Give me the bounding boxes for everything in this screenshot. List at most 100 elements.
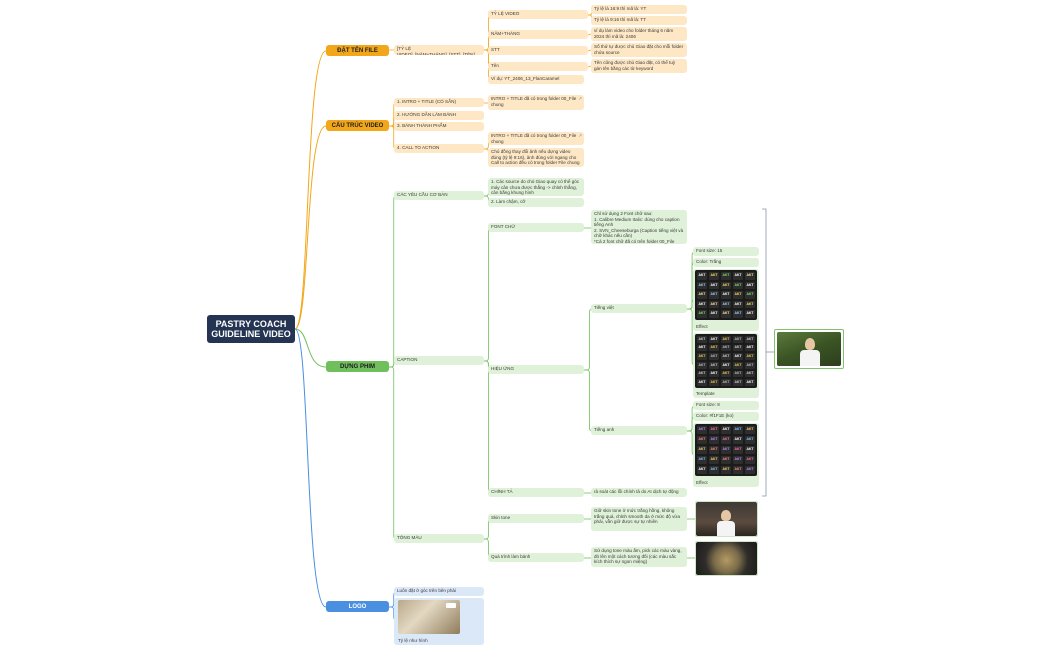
style-sample-cell: AKT bbox=[745, 281, 755, 290]
en-color[interactable]: Color: #f1F1E (ko) bbox=[693, 412, 759, 421]
style-sample-cell: AKT bbox=[745, 446, 755, 454]
external-link-icon[interactable]: ↗ bbox=[578, 133, 582, 138]
style-sample-cell: AKT bbox=[697, 300, 707, 309]
branch-editing[interactable]: DỰNG PHIM bbox=[326, 361, 389, 372]
style-sample-cell: AKT bbox=[721, 344, 731, 352]
file-name-detail[interactable]: Tên cũng được chủ Giao đặt, có thể tuỳ g… bbox=[591, 59, 687, 73]
style-sample-cell: AKT bbox=[697, 353, 707, 360]
style-sample-cell: AKT bbox=[709, 310, 719, 318]
root-node[interactable]: PASTRY COACH GUIDELINE VIDEO bbox=[207, 315, 295, 343]
logo-example-image bbox=[398, 600, 460, 634]
style-sample-cell: AKT bbox=[745, 466, 755, 474]
structure-item-cta[interactable]: 4. CALL TO ACTION bbox=[394, 144, 484, 153]
file-item-stt[interactable]: STT bbox=[488, 46, 588, 55]
style-sample-cell: AKT bbox=[709, 291, 719, 299]
structure-item-guide[interactable]: 2. HƯỚNG DẪN LÀM BÁNH bbox=[394, 111, 484, 120]
color-skin-detail[interactable]: Giữ skin tone ở mức trắng hồng, không tr… bbox=[591, 507, 687, 531]
file-stt-detail[interactable]: Số thứ tự được chủ Giao đặt cho mỗi fold… bbox=[591, 43, 687, 57]
style-sample-cell: AKT bbox=[709, 272, 719, 280]
style-sample-cell: AKT bbox=[745, 370, 755, 378]
style-sample-cell: AKT bbox=[697, 436, 707, 444]
style-sample-cell: AKT bbox=[721, 466, 731, 474]
structure-item-result[interactable]: 3. BÁNH THÀNH PHẨM bbox=[394, 122, 484, 131]
style-sample-cell: AKT bbox=[733, 310, 743, 318]
style-sample-cell: AKT bbox=[697, 336, 707, 343]
color-process[interactable]: Quá trình làm bánh bbox=[488, 553, 584, 562]
file-item-example[interactable]: Ví dụ: YT_2406_13_FlanCaramel bbox=[488, 75, 584, 84]
vn-template-label: Template bbox=[696, 391, 715, 397]
file-date-detail[interactable]: ví dụ làm video cho folder tháng 6 năm 2… bbox=[591, 27, 687, 41]
editing-basic[interactable]: CÁC YÊU CẦU CƠ BẢN bbox=[394, 191, 484, 200]
structure-item-intro[interactable]: 1. INTRO + TITLE (CÓ SẴN) bbox=[394, 98, 484, 107]
en-font-size[interactable]: Font size: 8 bbox=[693, 401, 759, 410]
caption-preview-frame[interactable] bbox=[774, 329, 844, 369]
style-sample-cell: AKT bbox=[721, 379, 731, 386]
external-link-icon[interactable]: ↗ bbox=[578, 96, 582, 101]
style-sample-cell: AKT bbox=[697, 466, 707, 474]
caption-font[interactable]: FONT CHỮ bbox=[488, 223, 584, 232]
style-english[interactable]: Tiếng anh bbox=[591, 426, 687, 435]
style-sample-cell: AKT bbox=[745, 353, 755, 360]
color-process-detail[interactable]: Sử dụng tone màu ấm, pick các màu vàng, … bbox=[591, 547, 687, 567]
style-sample-cell: AKT bbox=[733, 436, 743, 444]
file-item-name[interactable]: Tên bbox=[488, 62, 588, 71]
logo-example-card[interactable]: Tỷ lệ như hình bbox=[394, 598, 484, 645]
structure-cta-detail-1[interactable]: INTRO + TITLE đã có trong folder 00_File… bbox=[488, 132, 584, 145]
structure-cta-detail-2[interactable]: Chú đồng thay đổi ảnh nếu dựng video đún… bbox=[488, 148, 584, 167]
style-sample-cell: AKT bbox=[721, 426, 731, 434]
editing-basic-item-1[interactable]: 1. Các source do chủ Giao quay có thể gó… bbox=[488, 178, 584, 196]
style-sample-cell: AKT bbox=[709, 466, 719, 474]
style-sample-cell: AKT bbox=[709, 446, 719, 454]
style-sample-cell: AKT bbox=[745, 456, 755, 464]
skin-tone-image bbox=[695, 501, 758, 537]
style-sample-cell: AKT bbox=[697, 272, 707, 280]
file-ratio-detail-1[interactable]: Tỷ lệ là 16:9 thì mã là: YT bbox=[591, 5, 687, 14]
logo-position[interactable]: Luôn đặt ở góc trên bên phải bbox=[394, 587, 484, 596]
style-sample-cell: AKT bbox=[697, 291, 707, 299]
editing-color[interactable]: TÔNG MÀU bbox=[394, 534, 484, 543]
style-sample-cell: AKT bbox=[709, 353, 719, 360]
file-ratio-detail-2[interactable]: Tỷ lệ là 9:16 thì mã là: TT bbox=[591, 16, 687, 25]
style-sample-cell: AKT bbox=[709, 344, 719, 352]
logo-example-caption: Tỷ lệ như hình bbox=[398, 638, 428, 644]
branch-file-name[interactable]: ĐẶT TÊN FILE VIDEO bbox=[326, 45, 389, 56]
editing-caption[interactable]: CAPTION bbox=[394, 356, 484, 365]
style-sample-cell: AKT bbox=[721, 291, 731, 299]
structure-intro-detail[interactable]: INTRO + TITLE đã có trong folder 00_File… bbox=[488, 95, 584, 110]
style-sample-cell: AKT bbox=[733, 426, 743, 434]
style-sample-cell: AKT bbox=[745, 310, 755, 318]
style-sample-cell: AKT bbox=[697, 344, 707, 352]
caption-spelling[interactable]: CHÍNH TẢ bbox=[488, 488, 584, 497]
style-sample-cell: AKT bbox=[745, 426, 755, 434]
branch-logo[interactable]: LOGO bbox=[326, 601, 389, 612]
file-item-ratio[interactable]: TỶ LỆ VIDEO bbox=[488, 10, 588, 19]
color-skin[interactable]: Skin tone bbox=[488, 514, 584, 523]
style-vietnamese[interactable]: Tiếng việt bbox=[591, 304, 687, 313]
caption-style[interactable]: HIỆU ỨNG bbox=[488, 365, 584, 374]
style-sample-cell: AKT bbox=[721, 361, 731, 369]
style-sample-cell: AKT bbox=[709, 456, 719, 464]
style-sample-cell: AKT bbox=[733, 272, 743, 280]
file-name-pattern[interactable]: [TỶ LỆ VIDEO]_[NĂM+THÁNG]_[STT]_[TÊN] bbox=[394, 45, 484, 55]
branch-structure[interactable]: CẤU TRÚC VIDEO bbox=[326, 120, 389, 131]
style-sample-cell: AKT bbox=[733, 353, 743, 360]
vn-color[interactable]: Color: Trắng bbox=[693, 258, 759, 267]
style-sample-cell: AKT bbox=[733, 361, 743, 369]
style-sample-cell: AKT bbox=[733, 344, 743, 352]
style-sample-cell: AKT bbox=[733, 291, 743, 299]
style-sample-cell: AKT bbox=[745, 361, 755, 369]
style-sample-cell: AKT bbox=[721, 370, 731, 378]
style-sample-cell: AKT bbox=[721, 300, 731, 309]
file-item-date[interactable]: NĂM+THÁNG bbox=[488, 30, 588, 39]
caption-spelling-detail[interactable]: rà soát các lỗi chính tả do AI dịch tự đ… bbox=[591, 488, 687, 497]
style-sample-cell: AKT bbox=[709, 379, 719, 386]
style-sample-cell: AKT bbox=[733, 456, 743, 464]
style-sample-cell: AKT bbox=[733, 300, 743, 309]
editing-basic-item-2[interactable]: 2. Làm chậm, cỡ bbox=[488, 198, 584, 207]
vn-font-size[interactable]: Font size: 15 bbox=[693, 247, 759, 256]
caption-font-detail[interactable]: Chỉ sử dụng 2 Font chữ sau: 1. Calibre M… bbox=[591, 210, 687, 244]
